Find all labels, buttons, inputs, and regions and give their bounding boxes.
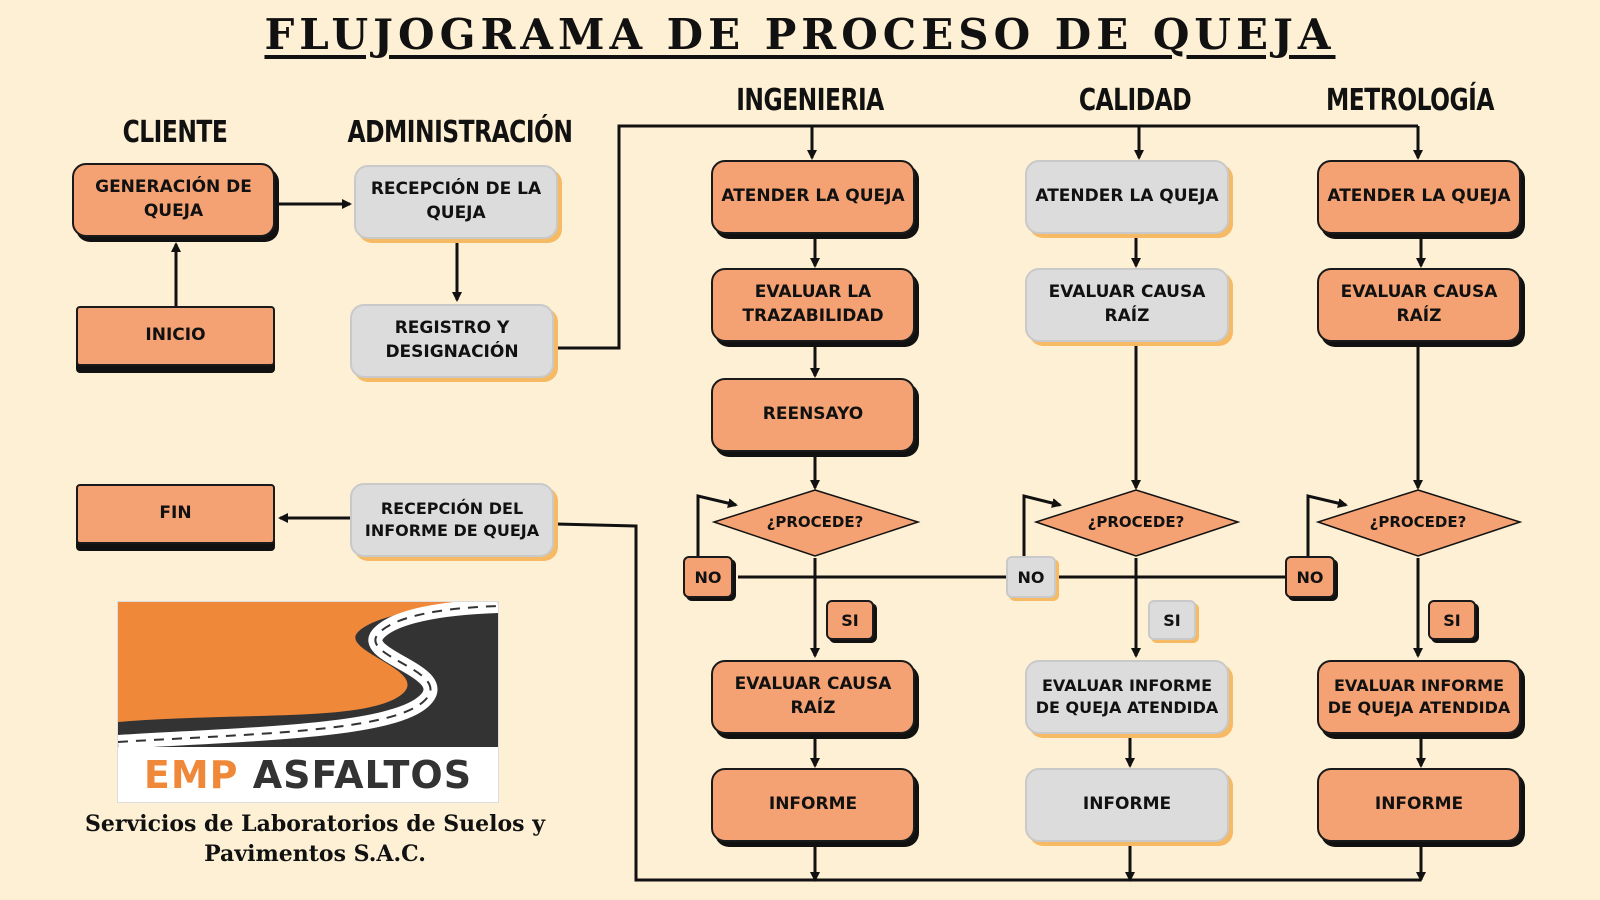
lane-calidad: CALIDAD [1078,83,1192,119]
node-generacion-de-queja: GENERACIÓN DE QUEJA [72,163,275,237]
arrow-ing-no-loop [696,494,738,558]
decision-met-procede: ¿PROCEDE? [1369,513,1467,531]
lane-ingenieria: INGENIERIA [736,83,884,119]
line-registro-top-bus [556,124,1418,350]
lane-metrologia: METROLOGÍA [1326,83,1494,119]
node-met-atender-la-queja: ATENDER LA QUEJA [1317,160,1521,234]
company-caption: Servicios de Laboratorios de Suelos y Pa… [84,811,546,867]
node-cal-evaluar-causa-raiz: EVALUAR CAUSA RAÍZ [1025,268,1229,342]
logo-brand-asfaltos: ASFALTOS [252,753,473,797]
page-title: FLUJOGRAMA DE PROCESO DE QUEJA [264,10,1336,59]
node-ing-reensayo: REENSAYO [711,378,915,452]
label-met-no: NO [1285,556,1335,598]
node-registro-y-designacion: REGISTRO Y DESIGNACIÓN [350,304,554,378]
node-recepcion-del-informe: RECEPCIÓN DEL INFORME DE QUEJA [350,483,554,557]
decision-ing-procede: ¿PROCEDE? [766,513,864,531]
node-cal-atender-la-queja: ATENDER LA QUEJA [1025,160,1229,234]
decision-cal-procede: ¿PROCEDE? [1087,513,1185,531]
diamond-cal [1033,489,1241,557]
logo-brand-emp: EMP [143,753,239,797]
label-ing-si: SI [826,600,874,640]
node-inicio: INICIO [76,306,275,366]
node-met-informe: INFORME [1317,768,1521,842]
node-ing-evaluar-causa-raiz: EVALUAR CAUSA RAÍZ [711,660,915,734]
arrow-cal-no-loop [1022,494,1062,558]
company-logo: EMP ASFALTOS [118,602,498,802]
diamond-ing [711,489,921,557]
node-met-evaluar-informe: EVALUAR INFORME DE QUEJA ATENDIDA [1317,660,1521,734]
lane-cliente: CLIENTE [122,115,228,151]
node-recepcion-de-la-queja: RECEPCIÓN DE LA QUEJA [354,165,558,239]
node-fin: FIN [76,484,275,544]
node-ing-atender-la-queja: ATENDER LA QUEJA [711,160,915,234]
label-cal-no: NO [1006,556,1056,598]
logo-brand-text: EMP ASFALTOS [118,753,498,797]
node-cal-informe: INFORME [1025,768,1229,842]
label-ing-no: NO [683,556,733,598]
node-met-evaluar-causa-raiz: EVALUAR CAUSA RAÍZ [1317,268,1521,342]
diamond-met [1315,489,1523,557]
label-cal-si: SI [1148,600,1196,640]
node-cal-evaluar-informe: EVALUAR INFORME DE QUEJA ATENDIDA [1025,660,1229,734]
road-logo-graphic [118,602,498,802]
label-met-si: SI [1428,600,1476,640]
lane-administracion: ADMINISTRACIÓN [347,115,573,151]
line-bottom-return [555,522,1421,882]
node-ing-informe: INFORME [711,768,915,842]
arrow-met-no-loop [1306,494,1348,558]
node-ing-evaluar-trazabilidad: EVALUAR LA TRAZABILIDAD [711,268,915,342]
